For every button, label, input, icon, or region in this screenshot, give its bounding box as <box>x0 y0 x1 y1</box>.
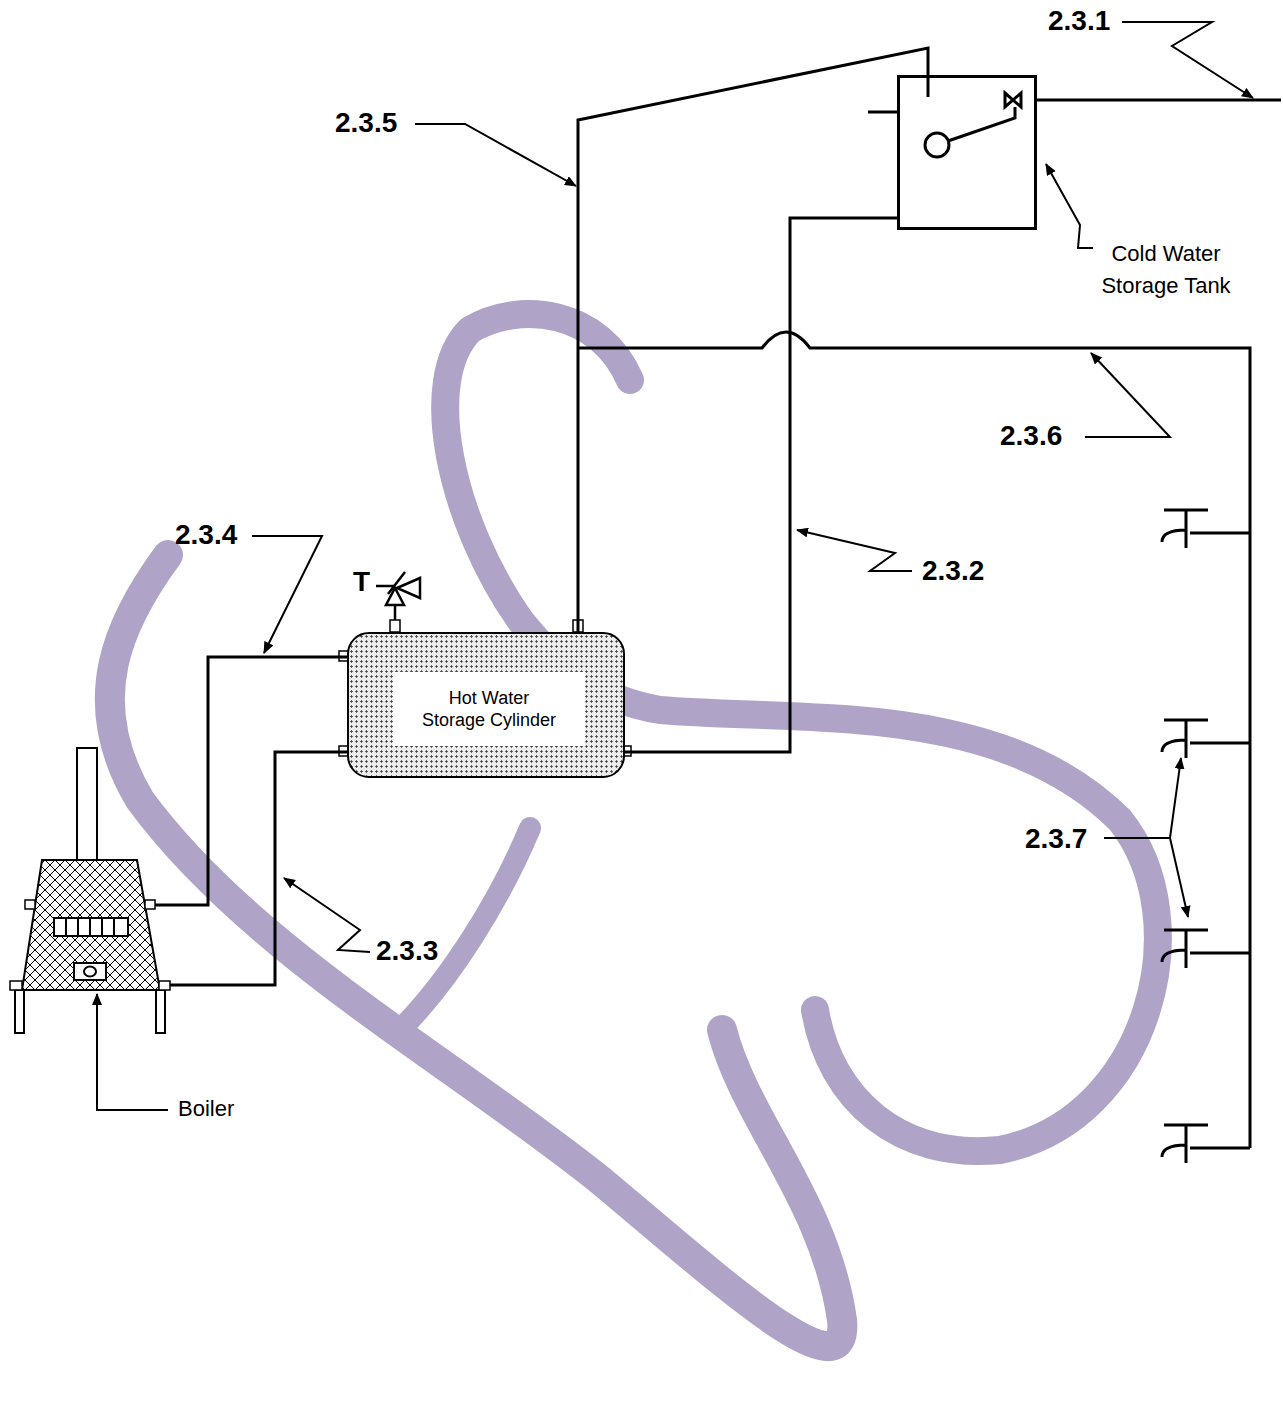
boiler-symbol <box>74 963 106 980</box>
float-valve <box>925 133 949 157</box>
leader-line <box>415 124 576 186</box>
leader-line <box>1085 353 1170 437</box>
tap-symbol <box>1162 720 1208 758</box>
leader-line <box>284 878 370 952</box>
pipe <box>578 48 928 632</box>
float-valve <box>925 93 1021 157</box>
callout-number: 2.3.4 <box>175 520 237 551</box>
tap-symbol <box>1162 510 1208 1163</box>
float-valve <box>948 107 1015 141</box>
pipe <box>155 657 347 905</box>
pipework <box>1190 742 1250 745</box>
label-panel: Hot Water Storage Cylinder <box>393 672 585 746</box>
relief-valve-symbol <box>388 572 405 594</box>
callout-number: 2.3.3 <box>376 936 438 967</box>
node-label: Cold Water Storage Tank <box>1081 238 1251 302</box>
tap-symbol <box>1162 510 1208 548</box>
hot-water-cylinder: Hot Water Storage Cylinder <box>347 632 625 778</box>
relief-valve-symbol <box>394 606 397 620</box>
pipework <box>868 111 897 114</box>
pipe <box>625 218 897 752</box>
pipework <box>927 75 930 97</box>
tap-symbol <box>1162 1125 1208 1163</box>
boiler-symbol <box>22 860 160 990</box>
watermark-ribbon <box>400 828 530 1030</box>
boiler-symbol <box>66 918 114 936</box>
boiler-symbol: Boiler <box>10 745 175 1035</box>
callout-number: 2.3.1 <box>1048 6 1110 37</box>
watermark-ribbon <box>110 555 843 1346</box>
boiler-symbol <box>15 990 24 1033</box>
boiler-symbol <box>10 745 175 1035</box>
pipework <box>578 75 1281 1148</box>
float-valve <box>1005 93 1021 107</box>
storage-tank: Cold Water Storage Tank <box>897 75 1037 230</box>
boiler-symbol <box>25 900 35 909</box>
pipework <box>1190 532 1250 535</box>
callout-number: 2.3.5 <box>335 108 397 139</box>
leader-line <box>1122 22 1253 98</box>
boiler-symbol <box>145 900 155 909</box>
relief-valve-symbol <box>397 578 420 598</box>
pipework <box>1190 1147 1250 1150</box>
boiler-symbol <box>84 967 96 977</box>
pipe <box>170 752 347 985</box>
leader-line <box>797 530 912 571</box>
pipework <box>1190 952 1250 955</box>
leader-line <box>252 536 322 653</box>
callout-number: 2.3.6 <box>1000 421 1062 452</box>
boiler-symbol <box>77 748 97 860</box>
pipework <box>1037 99 1281 102</box>
leader-line <box>1046 164 1093 248</box>
valve-letter: T <box>353 567 370 598</box>
boiler-symbol <box>54 918 128 936</box>
tap-symbol <box>1162 930 1208 968</box>
callout-number: 2.3.2 <box>922 556 984 587</box>
cylinder-connector <box>390 620 400 632</box>
leader-line <box>1170 838 1188 917</box>
node-label: Hot Water Storage Cylinder <box>418 687 560 732</box>
boiler-symbol <box>159 981 170 990</box>
callout-number: 2.3.7 <box>1025 824 1087 855</box>
relief-valve-symbol <box>376 572 420 620</box>
boiler-symbol <box>10 981 22 990</box>
leader-line <box>1104 758 1181 838</box>
watermark-ribbon <box>110 314 1158 1346</box>
leader-line <box>97 22 1253 1110</box>
boiler-symbol <box>156 990 165 1033</box>
node-label: Boiler <box>178 1096 234 1122</box>
pipework <box>578 332 1250 1148</box>
